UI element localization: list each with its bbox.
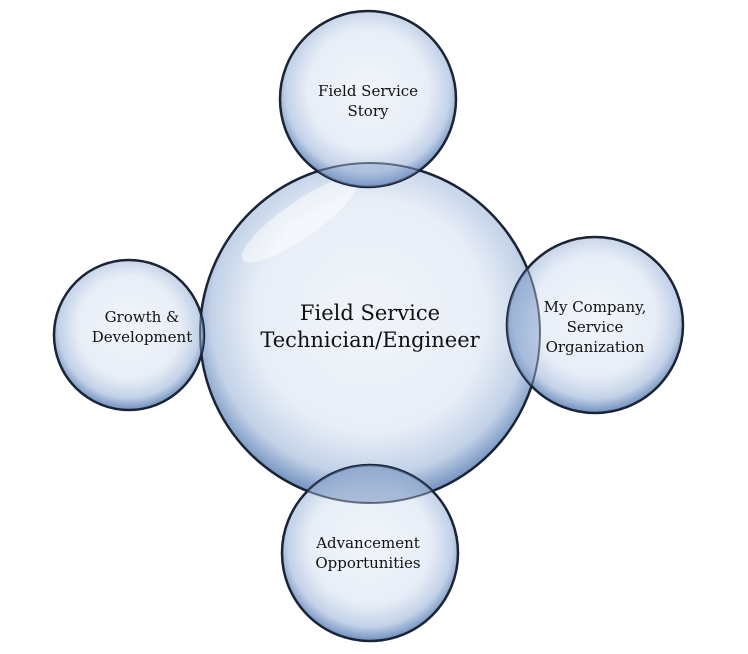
center-label: Field Service Technician/Engineer (260, 301, 480, 352)
right-label-line: Organization (546, 338, 645, 356)
center-label-line: Field Service (300, 301, 440, 325)
right-label-line: My Company, (544, 298, 647, 316)
left-label-line: Development (92, 328, 192, 346)
top-label-line: Story (348, 102, 390, 120)
right-bubble (505, 235, 685, 415)
left-label: Growth & Development (92, 308, 192, 346)
top-label-line: Field Service (318, 82, 418, 100)
bottom-label-line: Advancement (315, 534, 420, 552)
bottom-bubble (280, 463, 460, 643)
top-bubble (278, 9, 458, 189)
bottom-label-line: Opportunities (315, 554, 420, 572)
left-label-line: Growth & (105, 308, 180, 326)
right-label-line: Service (567, 318, 624, 336)
top-label: Field Service Story (318, 82, 418, 120)
right-label: My Company, Service Organization (544, 298, 647, 356)
bottom-label: Advancement Opportunities (315, 534, 420, 572)
left-bubble (52, 258, 206, 412)
center-label-line: Technician/Engineer (260, 328, 480, 352)
